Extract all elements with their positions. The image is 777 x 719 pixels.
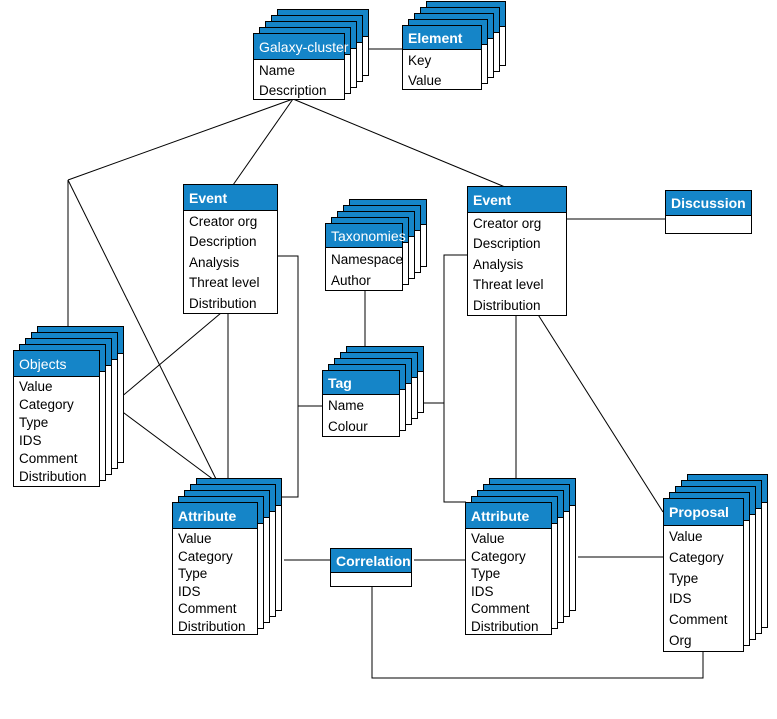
entity-title: Event — [184, 185, 277, 211]
entity-title: Attribute — [466, 503, 551, 529]
field-row: Author — [331, 273, 371, 288]
field-row: Distribution — [471, 618, 539, 634]
field-row: Type — [669, 570, 699, 586]
field-row: Distribution — [473, 297, 541, 313]
field-row: Value — [178, 531, 212, 546]
field-row: Value — [471, 531, 505, 546]
field-row: Comment — [178, 601, 237, 616]
field-row: IDS — [178, 583, 201, 599]
entity-title: Proposal — [664, 499, 743, 526]
field-row: Description — [259, 82, 327, 98]
field-row: Analysis — [473, 256, 524, 272]
entity-correlation: Correlation — [330, 548, 412, 587]
field-row: Category — [19, 397, 74, 413]
field-row: Comment — [19, 451, 78, 467]
field-row: Name — [259, 63, 296, 78]
entity-fields — [331, 573, 411, 586]
entity-box: Discussion — [665, 190, 752, 234]
field-row: Comment — [669, 612, 728, 628]
entity-title: Element — [403, 26, 481, 50]
field-row: Description — [189, 234, 257, 250]
field-row: Distribution — [19, 469, 87, 485]
entity-title: Galaxy-cluster — [254, 34, 348, 60]
field-row: Comment — [471, 601, 530, 616]
field-row: Creator org — [473, 216, 542, 231]
entity-fields — [666, 216, 751, 233]
field-row: Category — [669, 549, 724, 565]
field-row: Type — [471, 566, 501, 581]
field-row: Threat level — [189, 275, 260, 291]
field-row: Colour — [328, 418, 368, 434]
field-row: Category — [471, 548, 526, 564]
entity-title: Correlation — [331, 549, 411, 573]
field-row: Description — [473, 236, 541, 252]
field-row: Name — [328, 398, 365, 413]
field-row: Type — [19, 415, 49, 431]
field-row: IDS — [19, 433, 42, 449]
field-row: Type — [178, 566, 208, 581]
field-row: Analysis — [189, 254, 240, 270]
field-row: IDS — [471, 583, 494, 599]
field-row: Value — [669, 529, 703, 544]
field-row: Category — [178, 548, 233, 564]
entity-title: Event — [468, 187, 566, 213]
field-row: Creator org — [189, 214, 258, 229]
field-row: Namespace — [331, 252, 404, 267]
entity-title: Discussion — [666, 191, 751, 216]
entity-title: Tag — [323, 371, 399, 395]
field-row: Threat level — [473, 277, 544, 293]
field-row: Key — [408, 53, 432, 68]
field-row: IDS — [669, 591, 692, 607]
field-row: Value — [408, 72, 442, 88]
field-row: Org — [669, 632, 692, 648]
field-row: Value — [19, 379, 53, 394]
entity-title: Taxonomies — [326, 224, 406, 248]
entity-box: Correlation — [330, 548, 412, 587]
entity-discussion: Discussion — [665, 190, 752, 234]
field-row: Distribution — [189, 295, 257, 311]
entity-title: Objects — [14, 351, 99, 377]
field-row: Distribution — [178, 618, 246, 634]
entity-title: Attribute — [173, 503, 257, 529]
